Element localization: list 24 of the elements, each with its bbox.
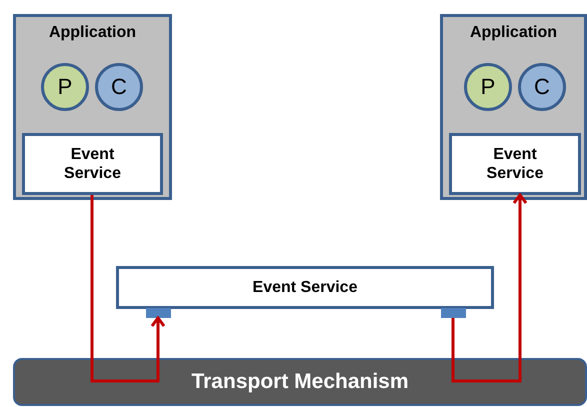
node-label: Event Service (63, 144, 122, 184)
arrow (150, 316, 166, 358)
service-box (116, 266, 494, 309)
application-panel (440, 14, 587, 200)
consumer-circle (518, 63, 566, 111)
service-box (449, 133, 581, 195)
node-label: Event Service (486, 144, 544, 184)
node-label: P (480, 74, 496, 100)
consumer-circle (95, 63, 143, 111)
port-box (146, 308, 171, 318)
node-label: Event Service (252, 278, 358, 298)
service-box (22, 133, 163, 195)
application-panel (13, 14, 172, 200)
producer-circle (464, 63, 512, 111)
panel-title: Application (48, 23, 136, 42)
node-label: C (534, 74, 550, 100)
producer-circle (41, 63, 89, 111)
node-label: Transport Mechanism (191, 369, 409, 395)
port-box (441, 308, 466, 318)
node-label: P (58, 74, 72, 100)
transport-bar (13, 358, 587, 406)
panel-title: Application (470, 23, 558, 42)
node-label: C (111, 74, 127, 100)
arrow (512, 194, 528, 358)
